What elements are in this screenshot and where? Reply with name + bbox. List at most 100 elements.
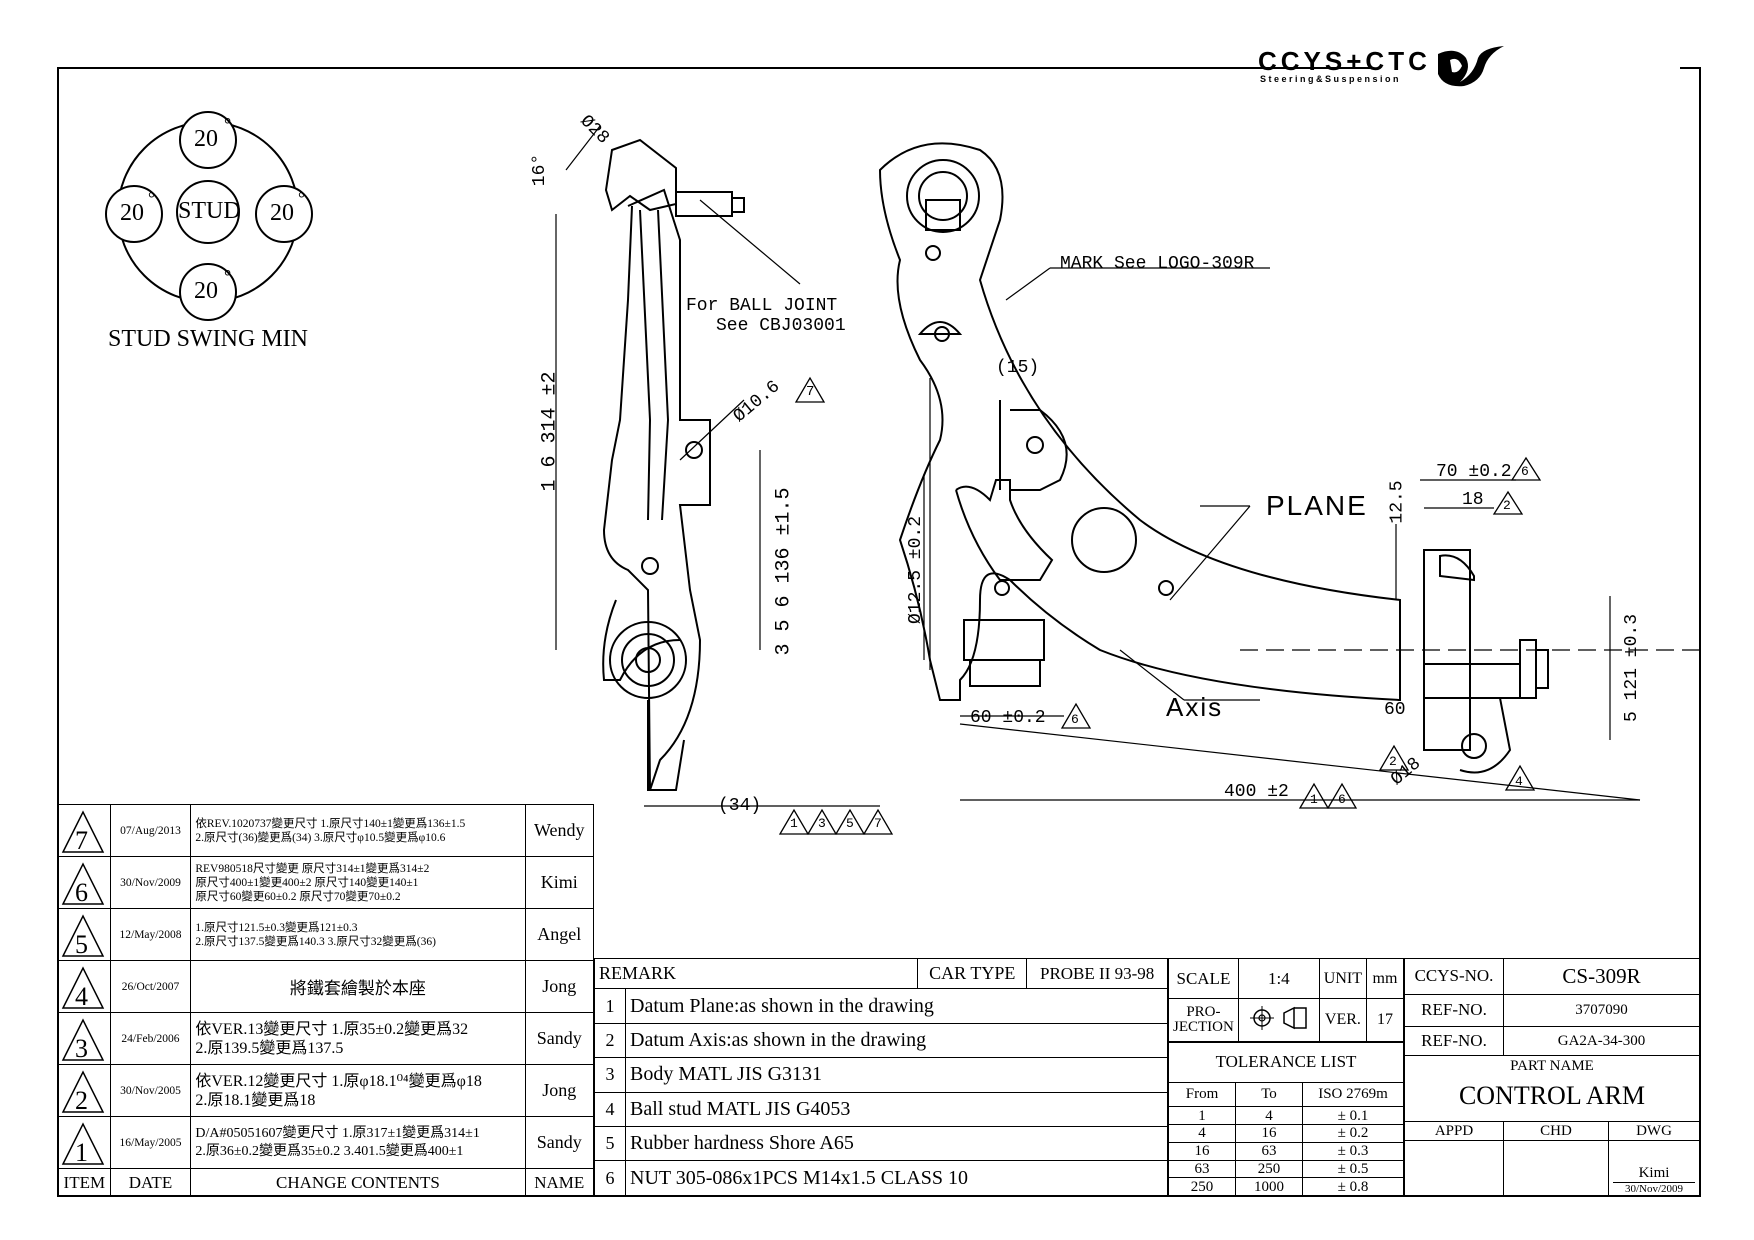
dim-60b: 60 bbox=[1384, 700, 1406, 720]
ver-value: 17 bbox=[1366, 998, 1404, 1042]
dim-400-tag-2: 6 bbox=[1338, 792, 1346, 807]
logo-brand: CCYS+CTC bbox=[1258, 46, 1431, 76]
rev-item-1: 1 bbox=[58, 1116, 111, 1169]
part-name-cell: PART NAME CONTROL ARM bbox=[1404, 1055, 1700, 1122]
rev-header-item: ITEM bbox=[58, 1168, 111, 1197]
tolerance-head-from: From bbox=[1168, 1081, 1236, 1108]
tolerance-title: TOLERANCE LIST bbox=[1168, 1042, 1404, 1083]
tolerance-cell: 1000 bbox=[1235, 1177, 1303, 1196]
dim-400: 400 ±2 bbox=[1224, 782, 1289, 802]
revision-table: 7 07/Aug/2013 依REV.1020737變更尺寸 1.原尺寸140±… bbox=[58, 804, 594, 1197]
rev-content: 將鐵套繪製於本座 bbox=[190, 960, 526, 1013]
remark-text: Datum Plane:as shown in the drawing bbox=[625, 988, 1168, 1024]
drawer-date: 30/Nov/2009 bbox=[1613, 1182, 1695, 1195]
dim-60-tag: 6 bbox=[1071, 712, 1079, 727]
rev-item-5: 5 bbox=[58, 908, 111, 961]
ref-no-value-2: GA2A-34-300 bbox=[1503, 1025, 1700, 1057]
dim-314: 1 6 314 ±2 bbox=[539, 371, 562, 491]
rev-header-date: DATE bbox=[109, 1168, 192, 1197]
tolerance-cell: 4 bbox=[1235, 1106, 1303, 1126]
part-id-block: CCYS-NO. CS-309R REF-NO. 3707090 REF-NO.… bbox=[1404, 958, 1700, 1197]
dim-18-tag: 2 bbox=[1503, 498, 1511, 513]
dim-hole106-tag: 7 bbox=[806, 384, 815, 400]
rev-header-content: CHANGE CONTENTS bbox=[190, 1168, 526, 1197]
rev-date: 30/Nov/2009 bbox=[109, 856, 192, 909]
rev-date: 24/Feb/2006 bbox=[109, 1012, 192, 1065]
dim-34: (34) bbox=[718, 796, 762, 816]
scale-block: SCALE 1:4 UNIT mm PRO-JECTION VER. 17 bbox=[1168, 957, 1404, 1042]
car-type-value: PROBE II 93-98 bbox=[1026, 957, 1168, 990]
remark-no: 1 bbox=[594, 988, 626, 1024]
company-logo: CCYS+CTC Steering&Suspension bbox=[1258, 44, 1508, 90]
swing-top-degree: ° bbox=[224, 114, 232, 134]
swing-center-label: STUD bbox=[178, 198, 241, 224]
tolerance-cell: 4 bbox=[1168, 1124, 1236, 1143]
projection-label: PRO-JECTION bbox=[1168, 998, 1239, 1042]
remark-no: 2 bbox=[594, 1022, 626, 1059]
scale-value: 1:4 bbox=[1237, 957, 1320, 1000]
remark-text: Datum Axis:as shown in the drawing bbox=[625, 1022, 1168, 1059]
tolerance-cell: 63 bbox=[1168, 1159, 1236, 1179]
tolerance-head-iso: ISO 2769m bbox=[1302, 1081, 1404, 1108]
car-type-label: CAR TYPE bbox=[917, 957, 1028, 990]
dim-34-tag-4: 7 bbox=[874, 816, 882, 831]
rev-name: Jong bbox=[524, 960, 594, 1013]
dim-12-5: 12.5 bbox=[1387, 480, 1408, 524]
tolerance-cell: ± 0.8 bbox=[1302, 1177, 1404, 1196]
dim-15: (15) bbox=[996, 358, 1040, 378]
tolerance-head-to: To bbox=[1235, 1081, 1303, 1108]
remark-text: Ball stud MATL JIS G4053 bbox=[625, 1091, 1168, 1128]
tolerance-cell: ± 0.3 bbox=[1302, 1141, 1404, 1161]
dim-121-tag: 5 bbox=[1622, 711, 1643, 723]
side-view bbox=[602, 138, 745, 791]
rev-date: 07/Aug/2013 bbox=[109, 804, 192, 857]
rev-name: Wendy bbox=[524, 804, 594, 857]
dim-136: 3 5 6 136 ±1.5 bbox=[773, 487, 796, 655]
swing-left-degree: ° bbox=[148, 188, 156, 208]
rev-date: 12/May/2008 bbox=[109, 908, 192, 961]
tolerance-cell: 16 bbox=[1235, 1124, 1303, 1143]
dim-34-tag-3: 5 bbox=[846, 816, 854, 831]
ver-label: VER. bbox=[1318, 998, 1368, 1042]
tolerance-cell: ± 0.1 bbox=[1302, 1106, 1404, 1126]
remark-no: 5 bbox=[594, 1126, 626, 1162]
appd-label: APPD bbox=[1404, 1120, 1504, 1141]
tolerance-cell: 250 bbox=[1168, 1177, 1236, 1196]
rev-name: Sandy bbox=[524, 1116, 594, 1169]
dim-121: 5 121 ±0.3 bbox=[1622, 614, 1642, 722]
top-view bbox=[878, 142, 1700, 774]
rev-name: Kimi bbox=[524, 856, 594, 909]
ref-no-label-2: REF-NO. bbox=[1404, 1025, 1504, 1057]
dim-34-tag-2: 3 bbox=[818, 816, 826, 831]
rev-name: Jong bbox=[524, 1064, 594, 1117]
label-axis: Axis bbox=[1166, 692, 1224, 722]
dim-136-tag-1: 3 bbox=[772, 643, 796, 656]
dim-314-tag-1: 1 bbox=[538, 479, 562, 492]
appd-signature bbox=[1404, 1139, 1504, 1197]
dim-d18-tag: 2 bbox=[1389, 754, 1397, 769]
swing-caption: STUD SWING MIN bbox=[108, 326, 308, 352]
swing-left-value: 20 bbox=[120, 200, 144, 226]
dim-121-value: 121 ±0.3 bbox=[1622, 613, 1643, 701]
remark-no: 4 bbox=[594, 1091, 626, 1128]
tolerance-cell: 63 bbox=[1235, 1141, 1303, 1161]
remark-text: Body MATL JIS G3131 bbox=[625, 1057, 1168, 1093]
remark-text: Rubber hardness Shore A65 bbox=[625, 1126, 1168, 1162]
dim-314-value: 314 ±2 bbox=[538, 371, 562, 444]
dim-34-tag-1: 1 bbox=[790, 816, 798, 831]
tolerance-cell: 16 bbox=[1168, 1141, 1236, 1161]
scale-label: SCALE bbox=[1168, 957, 1239, 1000]
dim-136-tag-2: 5 bbox=[772, 619, 796, 632]
swing-bottom-value: 20 bbox=[194, 278, 218, 304]
dim-136-tag-3: 6 bbox=[772, 595, 796, 608]
note-ball-joint-1: For BALL JOINT bbox=[686, 296, 838, 316]
rev-date: 16/May/2005 bbox=[109, 1116, 192, 1169]
rev-item-3: 3 bbox=[58, 1012, 111, 1065]
chd-label: CHD bbox=[1503, 1120, 1609, 1141]
dimension-lines bbox=[555, 125, 1641, 807]
dim-tag-4: 4 bbox=[1515, 774, 1523, 789]
